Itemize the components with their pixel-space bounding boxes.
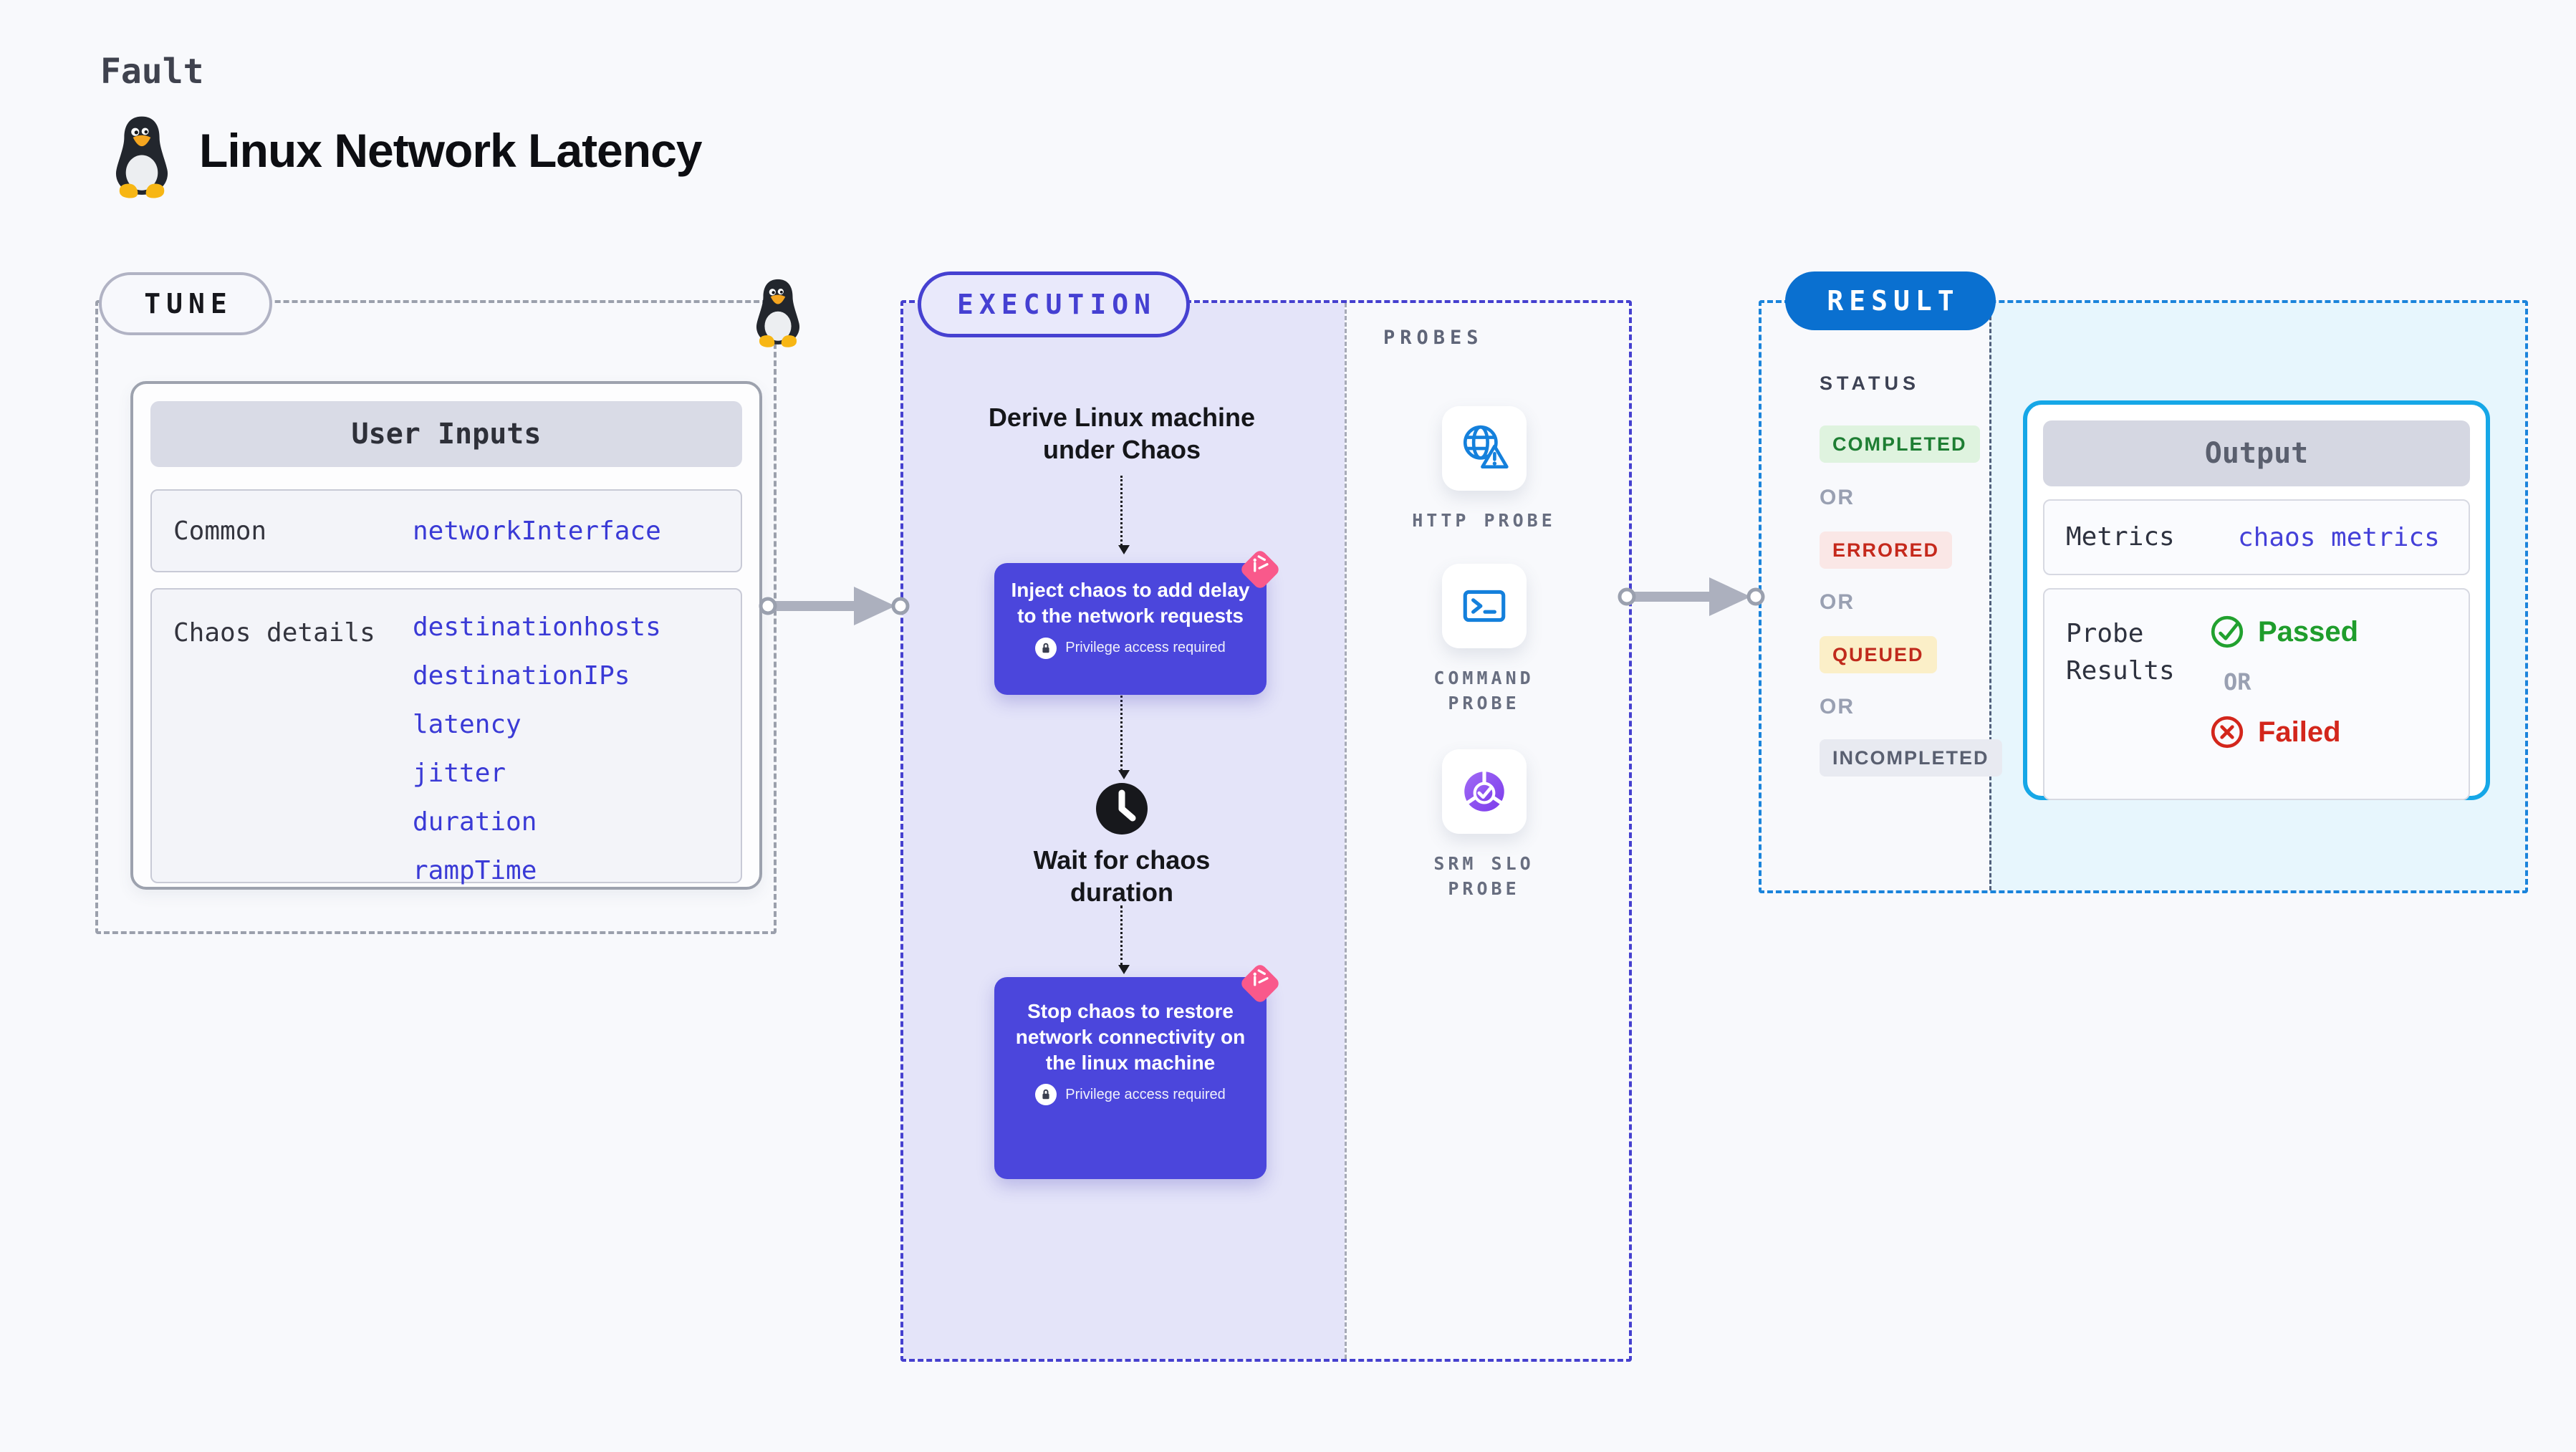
chaos-icon (1241, 551, 1279, 588)
user-inputs-card: User Inputs Common networkInterface Chao… (130, 381, 762, 890)
execution-badge: EXECUTION (918, 271, 1190, 337)
globe-warning-icon (1463, 425, 1509, 469)
passed-label: Passed (2258, 615, 2359, 648)
slo-donut-icon (1464, 770, 1504, 812)
lock-icon (1035, 1084, 1057, 1106)
derive-step-label: Derive Linux machine under Chaos (988, 403, 1256, 464)
param-value: rampTime (413, 856, 537, 885)
tux-penguin-icon (756, 279, 800, 347)
user-inputs-row-chaos-details: Chaos details destinationhosts destinati… (150, 588, 742, 885)
param-value: destinationIPs (413, 661, 630, 691)
failed-label: Failed (2258, 716, 2341, 748)
or-label: OR (2224, 668, 2251, 696)
probe-label: COMMAND PROBE (1433, 668, 1534, 713)
or-label: OR (1820, 486, 1855, 509)
result-badge: RESULT (1785, 271, 1996, 330)
probe-results-label: Probe Results (2066, 619, 2175, 686)
wait-step-label: Wait for chaos duration (1033, 845, 1211, 907)
failed-result: Failed (2209, 714, 2358, 750)
status-badge-queued: QUEUED (1820, 636, 1937, 673)
status-badge-errored: ERRORED (1820, 532, 1953, 569)
x-circle-icon (2211, 716, 2244, 749)
param-value: jitter (413, 759, 506, 788)
check-circle-icon (2211, 615, 2244, 648)
srm-slo-probe: SRM SLO PROBE (1342, 749, 1626, 901)
or-label: OR (1820, 695, 1855, 718)
dotted-arrow (1118, 905, 1130, 974)
probe-results-row: Probe Results Passed OR Faile (2043, 588, 2470, 800)
param-value: duration (413, 807, 537, 837)
probes-panel (1345, 303, 1629, 1359)
stop-chaos-step: Stop chaos to restore network connectivi… (994, 965, 1279, 1179)
privilege-row: Privilege access required (994, 1084, 1267, 1106)
metrics-value: chaos metrics (2238, 522, 2440, 552)
privilege-row: Privilege access required (994, 637, 1267, 659)
inject-chaos-step: Inject chaos to add delay to the network… (994, 551, 1279, 695)
flow-arrow (759, 587, 910, 625)
status-badge-completed: COMPLETED (1820, 425, 1980, 463)
param-value: networkInterface (413, 516, 661, 546)
dotted-arrow (1118, 686, 1130, 779)
tune-section (95, 300, 777, 934)
status-label: STATUS (1820, 372, 1920, 394)
clock-icon (1096, 783, 1148, 835)
probe-label: SRM SLO PROBE (1433, 853, 1534, 899)
command-probe-card (1441, 564, 1527, 648)
user-inputs-title: User Inputs (150, 401, 742, 467)
param-value: destinationhosts (413, 612, 661, 642)
probes-label: PROBES (1383, 327, 1484, 349)
tux-penguin-icon (115, 116, 168, 198)
output-card: Output Metrics chaos metrics Probe Resul… (2023, 400, 2490, 800)
step-text: Stop chaos to restore network connectivi… (1015, 1000, 1246, 1074)
lock-icon (1035, 637, 1057, 659)
terminal-icon (1463, 590, 1505, 622)
privilege-label: Privilege access required (1065, 1086, 1226, 1102)
output-title: Output (2043, 420, 2470, 486)
dotted-arrow (1118, 476, 1130, 554)
privilege-label: Privilege access required (1065, 640, 1226, 656)
row-label: Common (173, 516, 267, 546)
http-probe: HTTP PROBE (1342, 406, 1626, 533)
status-badge-incompleted: INCOMPLETED (1820, 739, 2002, 777)
probe-label: HTTP PROBE (1412, 510, 1556, 531)
or-label: OR (1820, 590, 1855, 614)
metrics-row: Metrics chaos metrics (2043, 499, 2470, 575)
execution-section (900, 300, 1632, 1362)
http-probe-card (1441, 406, 1527, 491)
chaos-icon (1241, 965, 1279, 1002)
step-text: Inject chaos to add delay to the network… (1011, 579, 1250, 627)
tune-badge: TUNE (99, 272, 272, 335)
command-probe: COMMAND PROBE (1342, 564, 1626, 716)
srm-slo-probe-card (1441, 749, 1527, 834)
page-title: Linux Network Latency (199, 124, 702, 177)
flow-arrow (1618, 577, 1765, 616)
passed-result: Passed (2209, 614, 2358, 650)
row-label: Chaos details (173, 618, 375, 648)
fault-kicker: Fault (100, 52, 204, 92)
metrics-label: Metrics (2066, 521, 2175, 552)
user-inputs-row-common: Common networkInterface (150, 489, 742, 572)
param-value: latency (413, 710, 522, 739)
